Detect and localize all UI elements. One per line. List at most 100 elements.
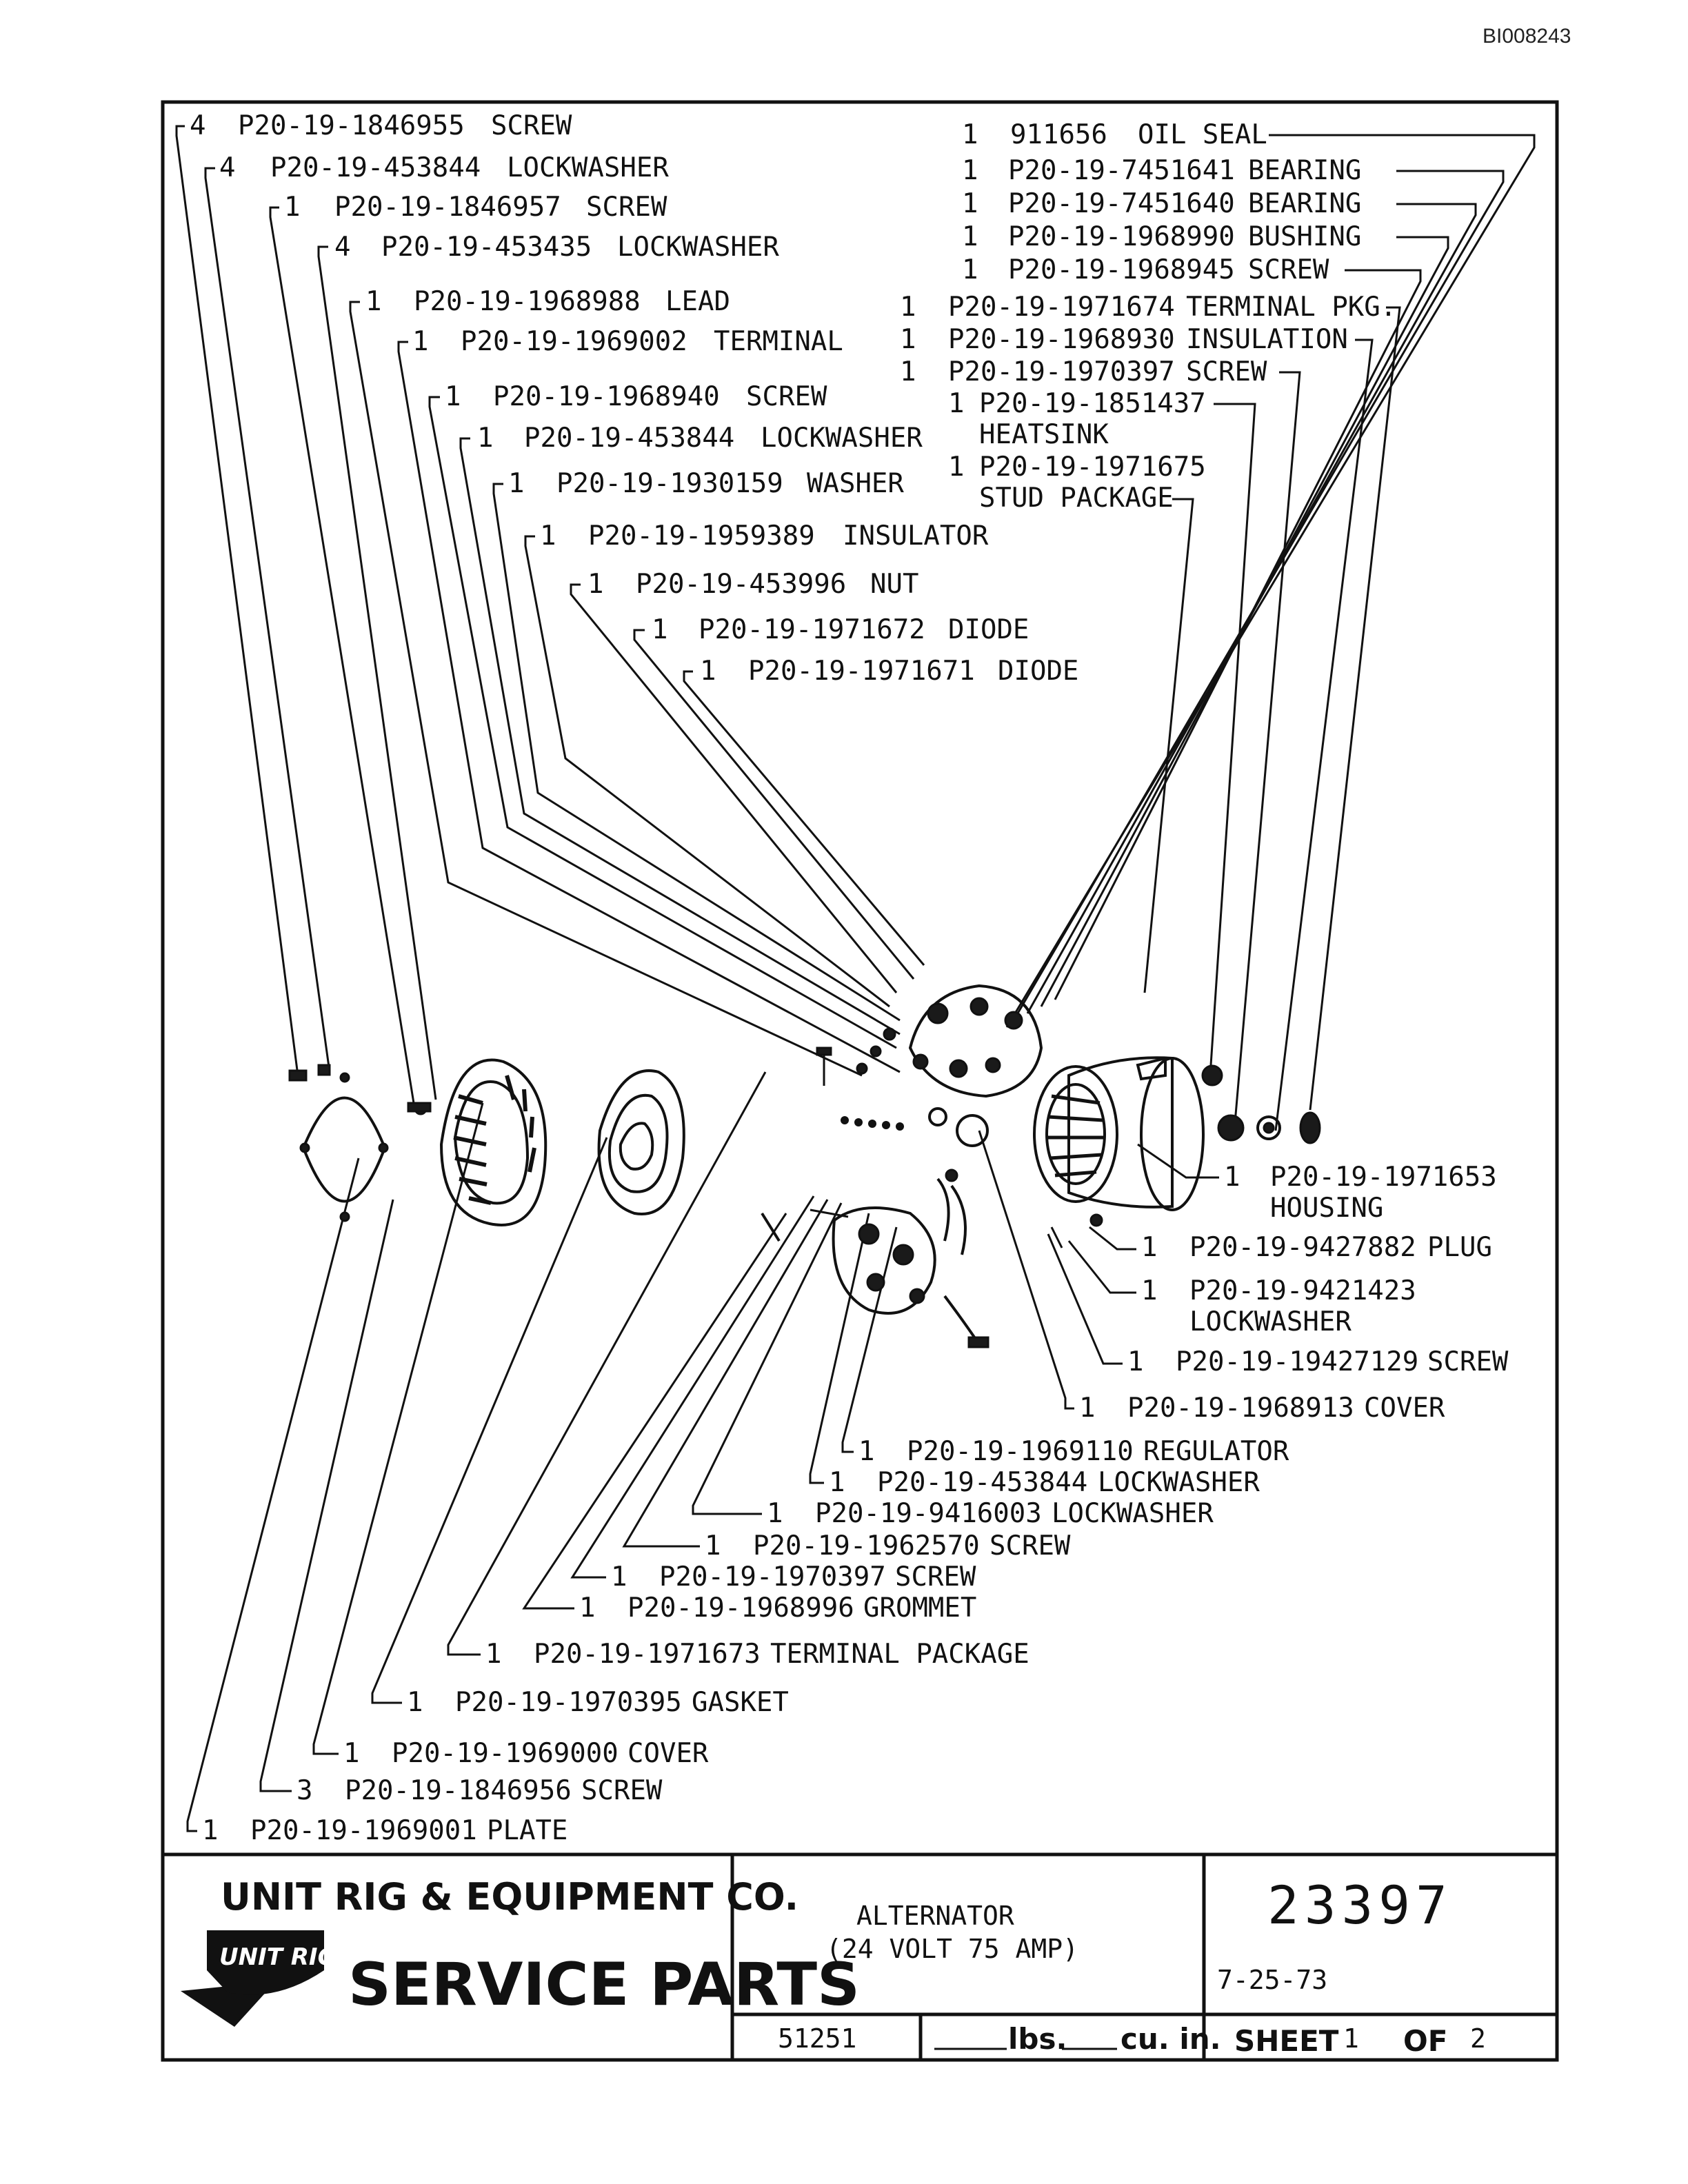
callout-desc: REGULATOR (1143, 1436, 1289, 1467)
callout-desc: DIODE (998, 656, 1078, 687)
callout-qty: 1 (485, 1639, 501, 1670)
callout-qty: 1 (407, 1687, 423, 1718)
callout-qty: 1 (540, 520, 556, 552)
callout-part: P20-19-1968940 (493, 381, 720, 412)
callout-desc: COVER (627, 1738, 709, 1769)
callout-qty: 1 (477, 423, 493, 454)
callout-qty: 1 (579, 1593, 595, 1624)
finned-cover-part (407, 1058, 547, 1226)
callout-qty: 1 (1141, 1275, 1157, 1306)
callout-part: P20-19-1851437 (979, 388, 1206, 419)
callout-qty: 1 (900, 324, 916, 355)
callout-part: P20-19-1971672 (699, 614, 925, 645)
right-callouts: 1 911656 OIL SEAL 1 P20-19-7451641 BEARI… (900, 119, 1396, 514)
code-number: 51251 (778, 2023, 856, 2054)
callout-desc: PLATE (487, 1815, 567, 1846)
callout-desc: STUD PACKAGE (979, 483, 1174, 514)
callout-desc: SCREW (1186, 356, 1267, 387)
callout-qty: 1 (284, 192, 300, 223)
callout-part: P20-19-19427129 (1176, 1346, 1418, 1377)
callout-qty: 1 (962, 119, 978, 150)
callout-qty: 1 (445, 381, 461, 412)
drawing-date: 7-25-73 (1217, 1965, 1327, 1995)
callout-part: P20-19-1846957 (334, 192, 561, 223)
callout-qty: 1 (767, 1498, 783, 1529)
callout-part: P20-19-1959389 (588, 520, 815, 552)
callout-part: P20-19-1846956 (345, 1775, 572, 1806)
callout-part: P20-19-1971653 (1270, 1162, 1497, 1193)
callout-part: 911656 (1010, 119, 1107, 150)
service-parts-heading: SERVICE PARTS (348, 1950, 860, 2019)
exploded-view (288, 984, 1321, 1348)
callout-part: P20-19-1962570 (753, 1530, 980, 1561)
drawing-frame (161, 100, 1559, 2062)
callout-desc: BEARING (1248, 155, 1361, 186)
callout-desc: HOUSING (1270, 1193, 1383, 1224)
callout-qty: 1 (587, 569, 603, 600)
callout-part: P20-19-1968988 (414, 286, 641, 317)
callout-part: P20-19-453844 (877, 1467, 1087, 1498)
cuin-label: cu. in. (1121, 2022, 1221, 2056)
callout-part: P20-19-1968913 (1127, 1393, 1354, 1424)
callout-desc: COVER (1364, 1393, 1445, 1424)
callout-part: P20-19-453844 (524, 423, 734, 454)
callout-qty: 1 (962, 254, 978, 285)
rectifier-cluster-part (816, 984, 1043, 1147)
housing-part (1033, 1056, 1321, 1248)
callout-part: P20-19-1930159 (556, 468, 783, 499)
callout-desc: SCREW (746, 381, 827, 412)
sheet-label: SHEET (1234, 2024, 1339, 2058)
callout-qty: 3 (297, 1775, 312, 1806)
callout-part: P20-19-1970397 (659, 1561, 886, 1593)
callout-qty: 1 (948, 388, 964, 419)
callout-part: P20-19-1969002 (461, 326, 687, 357)
callout-qty: 1 (700, 656, 716, 687)
callout-desc: NUT (870, 569, 918, 600)
callout-desc: SCREW (586, 192, 667, 223)
callout-part: P20-19-453996 (636, 569, 846, 600)
callout-part: P20-19-1971674 (948, 292, 1175, 323)
callout-desc: SCREW (895, 1561, 976, 1593)
callout-part: P20-19-1968996 (627, 1593, 854, 1624)
lower-right-callouts: 1 P20-19-1971653 HOUSING 1 P20-19-942788… (1127, 1162, 1509, 1377)
callout-desc: GROMMET (863, 1593, 976, 1624)
callout-desc: TERMINAL (714, 326, 843, 357)
callout-qty: 1 (962, 188, 978, 219)
callout-qty: 1 (202, 1815, 218, 1846)
callout-part: P20-19-1846955 (238, 110, 465, 141)
callout-part: P20-19-453844 (270, 152, 481, 183)
callout-desc: TERMINAL PKG. (1186, 292, 1396, 323)
callout-qty: 4 (190, 110, 205, 141)
callout-desc: OIL SEAL (1138, 119, 1267, 150)
sheet-total: 2 (1470, 2023, 1486, 2054)
document-id: BI008243 (1483, 25, 1571, 48)
callout-desc: LEAD (665, 286, 730, 317)
callout-desc: LOCKWASHER (761, 423, 923, 454)
callout-qty: 1 (962, 155, 978, 186)
callout-qty: 1 (1079, 1393, 1095, 1424)
drawing-subtitle: (24 VOLT 75 AMP) (826, 1934, 1078, 1964)
callout-part: P20-19-1971675 (979, 452, 1206, 483)
callout-desc: SCREW (1248, 254, 1329, 285)
callout-part: P20-19-1968990 (1008, 221, 1235, 252)
callout-desc: SCREW (581, 1775, 663, 1806)
callout-desc: TERMINAL PACKAGE (770, 1639, 1029, 1670)
leader-lines (175, 125, 1536, 1832)
callout-desc: PLUG (1427, 1232, 1492, 1263)
callout-qty: 1 (1224, 1162, 1240, 1193)
callout-desc: LOCKWASHER (1052, 1498, 1214, 1529)
title-block: UNIT RIG & EQUIPMENT CO. UNIT RIG SERVIC… (163, 1852, 1557, 2060)
callout-part: P20-19-1969000 (392, 1738, 619, 1769)
company-logo: UNIT RIG (181, 1930, 336, 2027)
callout-part: P20-19-7451641 (1008, 155, 1235, 186)
callout-part: P20-19-7451640 (1008, 188, 1235, 219)
callout-desc: LOCKWASHER (507, 152, 669, 183)
callout-qty: 1 (705, 1530, 721, 1561)
regulator-part (761, 1169, 989, 1348)
callout-qty: 1 (900, 292, 916, 323)
callout-part: P20-19-453435 (381, 232, 592, 263)
callout-qty: 1 (1141, 1232, 1157, 1263)
bottom-callouts: 1 P20-19-1968913 COVER 1 P20-19-1969110 … (202, 1393, 1445, 1846)
callout-part: P20-19-1969110 (907, 1436, 1134, 1467)
